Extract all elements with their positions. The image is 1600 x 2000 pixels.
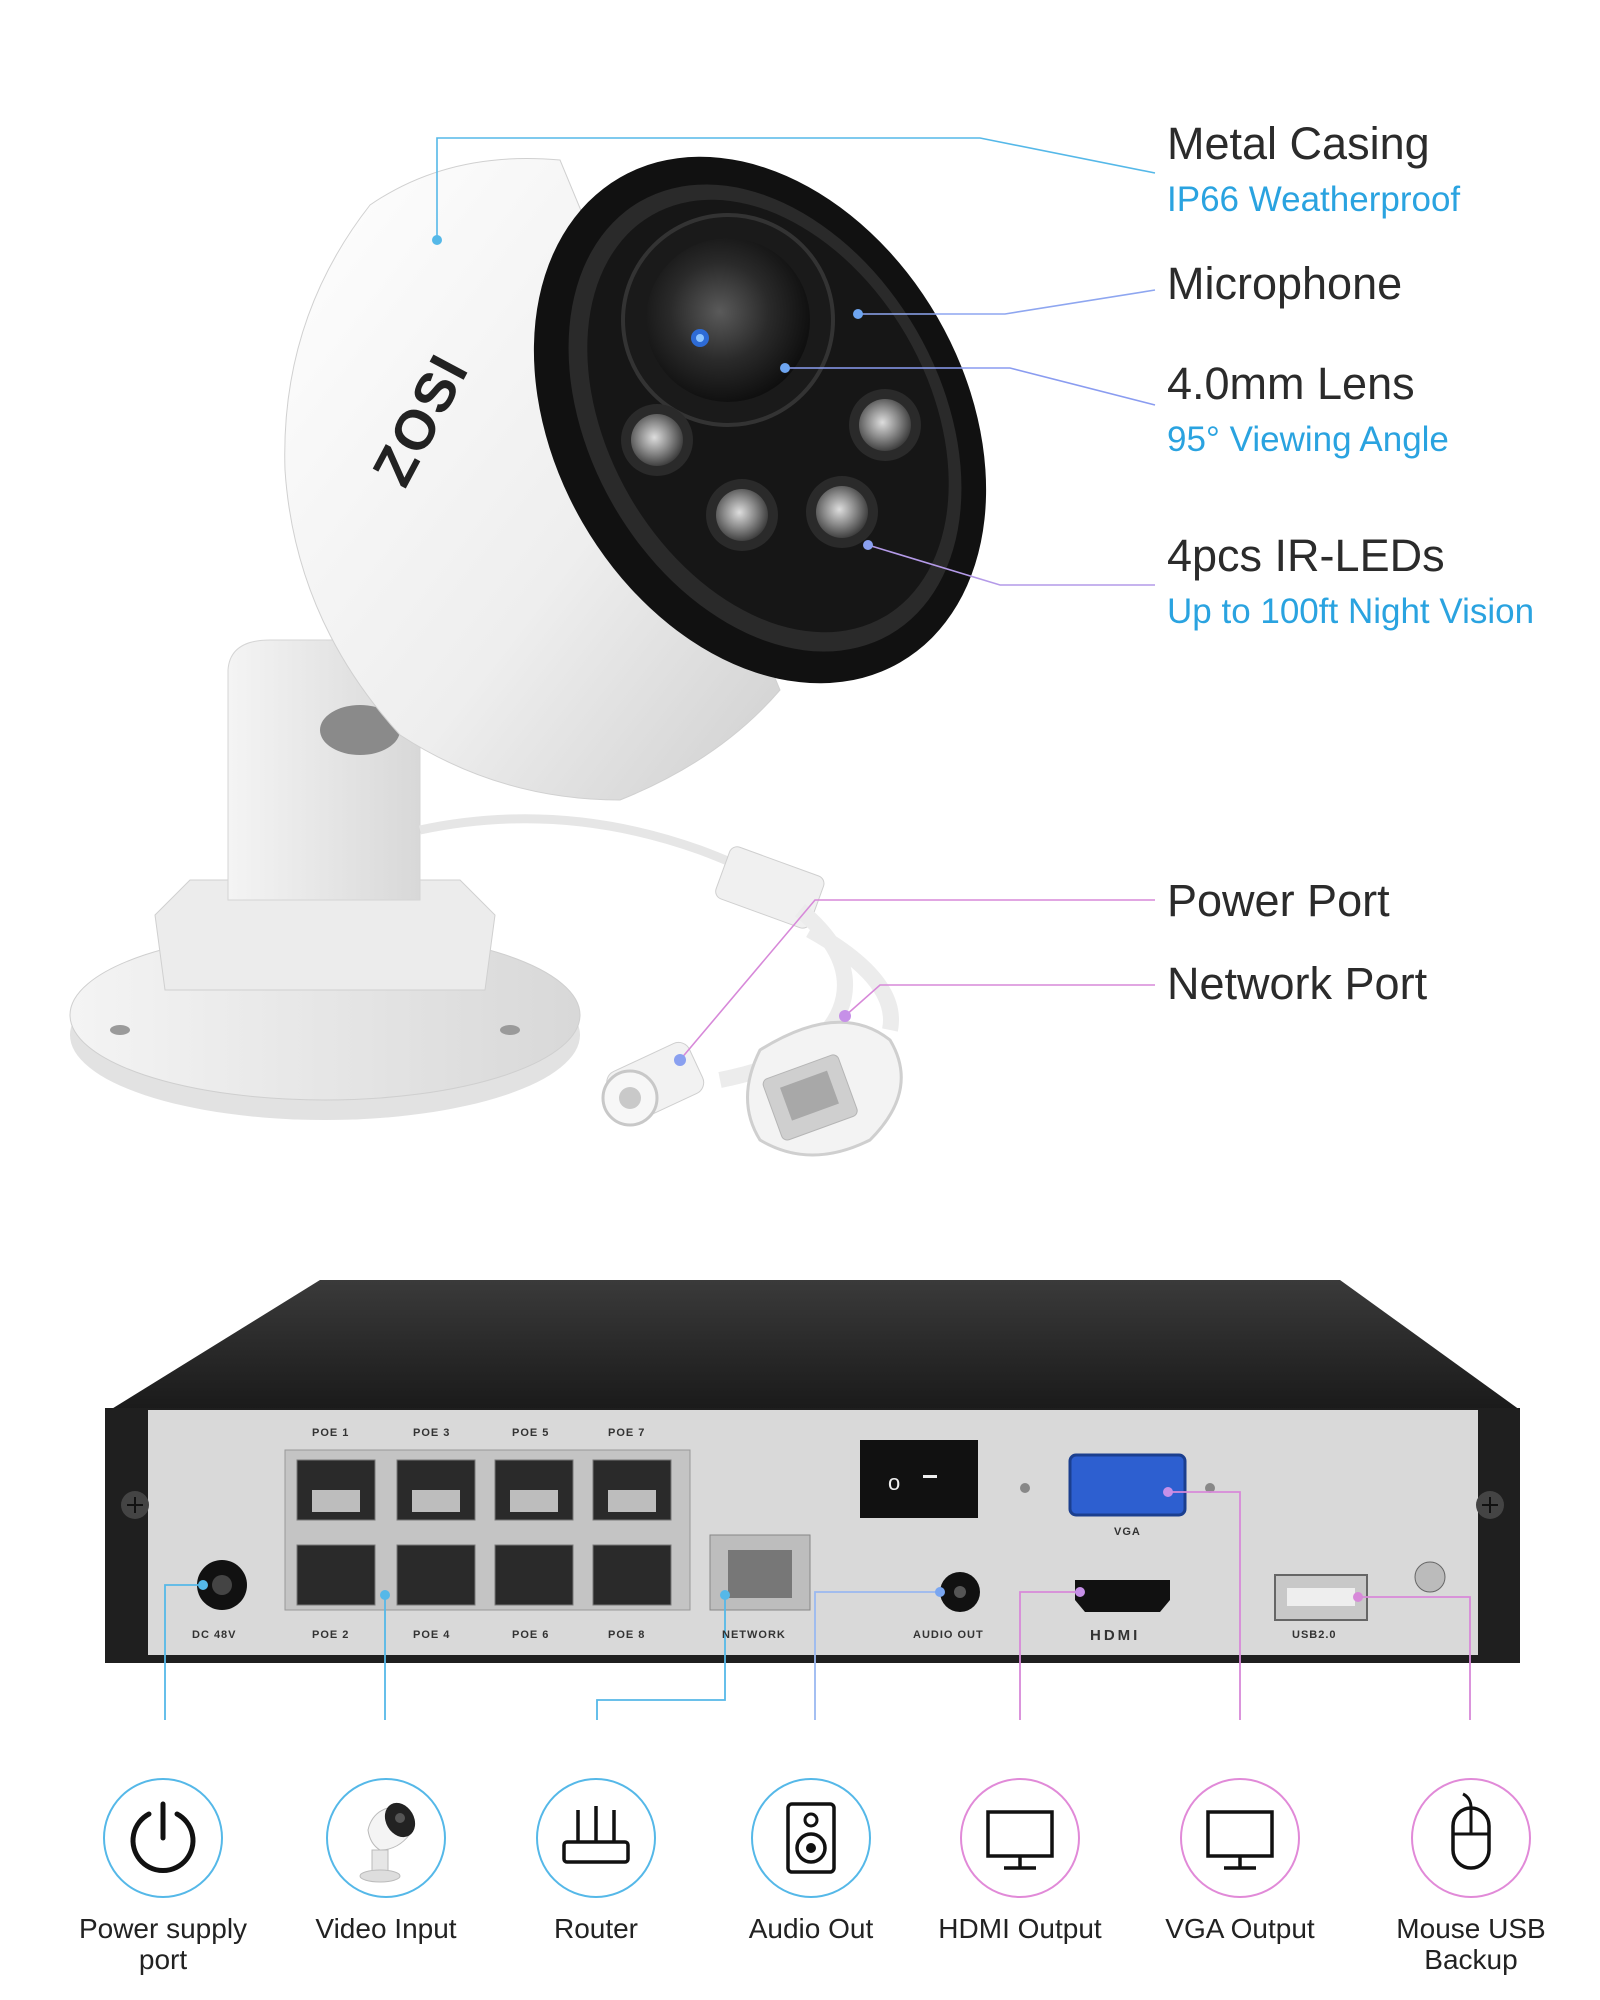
feature-title-casing: Metal Casing [1167, 118, 1430, 169]
vga-output-circle [1180, 1778, 1300, 1898]
label-mouse-usb: Mouse USB Backup [1396, 1913, 1546, 1975]
vga-port [1068, 1453, 1187, 1517]
router-circle [536, 1778, 656, 1898]
feature-subtitle-lens: 95° Viewing Angle [1167, 420, 1449, 459]
camera-illustration: ZOSI [69, 137, 1156, 1157]
video-input-circle [326, 1778, 446, 1898]
power-icon [130, 1801, 196, 1873]
label-network: NETWORK [722, 1629, 786, 1641]
label-dc: DC 48V [192, 1629, 237, 1641]
label-audio: AUDIO OUT [913, 1629, 984, 1641]
router-icon [562, 1806, 630, 1864]
feature-title-power-port: Power Port [1167, 875, 1390, 926]
feature-title-leds: 4pcs IR-LEDs [1167, 530, 1445, 581]
label-hdmi-output: HDMI Output [938, 1913, 1102, 1944]
label-poe3: POE 3 [413, 1427, 451, 1439]
power-switch [860, 1440, 978, 1518]
feature-subtitle-leds: Up to 100ft Night Vision [1167, 592, 1535, 631]
label-poe4: POE 4 [413, 1629, 451, 1641]
nvr-illustration: o [105, 1280, 1520, 1720]
ir-leds [621, 389, 921, 551]
label-power-supply: Power supply port [78, 1913, 248, 1975]
label-vga-output: VGA Output [1165, 1913, 1315, 1944]
camera-icon [359, 1802, 416, 1883]
label-poe8: POE 8 [608, 1629, 646, 1641]
power-supply-circle [103, 1778, 223, 1898]
label-audio-out: Audio Out [748, 1913, 874, 1944]
feature-subtitle-casing: IP66 Weatherproof [1167, 180, 1461, 219]
label-poe6: POE 6 [512, 1629, 550, 1641]
speaker-icon [786, 1802, 836, 1874]
mouse-usb-circle [1411, 1778, 1531, 1898]
feature-title-network-port: Network Port [1167, 958, 1428, 1009]
label-poe5: POE 5 [512, 1427, 550, 1439]
monitor-icon [1206, 1810, 1274, 1870]
label-video-input: Video Input [315, 1913, 457, 1944]
feature-title-lens: 4.0mm Lens [1167, 358, 1415, 409]
mouse-icon [1451, 1792, 1491, 1870]
label-poe2: POE 2 [312, 1629, 350, 1641]
label-router: Router [553, 1913, 639, 1944]
label-poe1: POE 1 [312, 1427, 350, 1439]
svg-text:o: o [888, 1470, 900, 1495]
label-vga: VGA [1114, 1526, 1141, 1538]
label-usb: USB2.0 [1292, 1629, 1337, 1641]
hdmi-output-circle [960, 1778, 1080, 1898]
label-poe7: POE 7 [608, 1427, 646, 1439]
label-hdmi: HDMI [1090, 1627, 1141, 1644]
audio-out-circle [751, 1778, 871, 1898]
feature-title-microphone: Microphone [1167, 258, 1403, 309]
hdmi-port [1075, 1580, 1170, 1612]
monitor-icon [986, 1810, 1054, 1870]
